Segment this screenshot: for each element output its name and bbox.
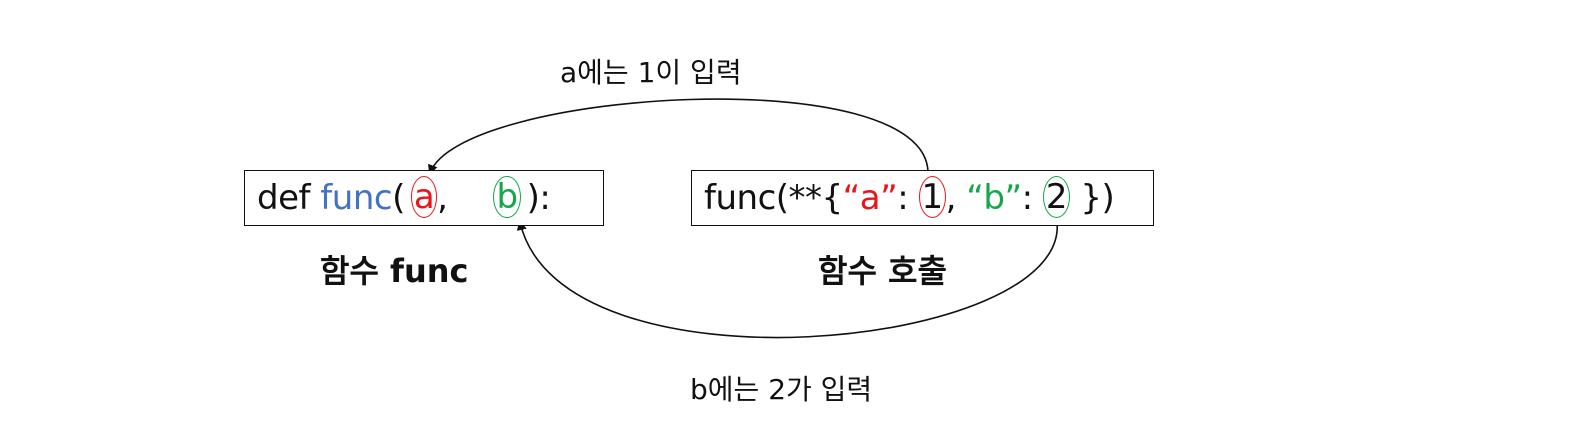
call-comma: , — [945, 178, 957, 218]
key-b: “b” — [966, 178, 1022, 218]
function-call-box: func(**{“a”: 1, “b”: 2 }) — [691, 170, 1154, 226]
param-comma: , — [437, 178, 448, 218]
close-paren-colon: ): — [526, 178, 551, 218]
colon-a: : — [897, 178, 909, 218]
arrow-value-1-to-param-a — [428, 98, 929, 175]
key-a: “a” — [842, 178, 898, 218]
definition-caption: 함수 func — [320, 252, 469, 290]
def-keyword: def — [257, 178, 310, 218]
function-definition-box: def func(a, b): — [244, 170, 604, 226]
param-b-circled: b — [493, 176, 521, 218]
colon-b: : — [1021, 178, 1033, 218]
value-2-circled: 2 — [1042, 176, 1071, 218]
function-name: func — [320, 178, 393, 218]
call-caption: 함수 호출 — [818, 252, 947, 290]
bottom-arrow-label: b에는 2가 입력 — [690, 373, 873, 406]
arrow-value-2-to-param-b — [516, 220, 1058, 339]
call-prefix: func(**{ — [704, 178, 843, 218]
open-paren: ( — [392, 178, 405, 218]
top-arrow-label: a에는 1이 입력 — [560, 56, 742, 89]
value-1-circled: 1 — [918, 176, 946, 218]
call-suffix: }) — [1080, 178, 1115, 218]
param-a-circled: a — [410, 176, 438, 218]
